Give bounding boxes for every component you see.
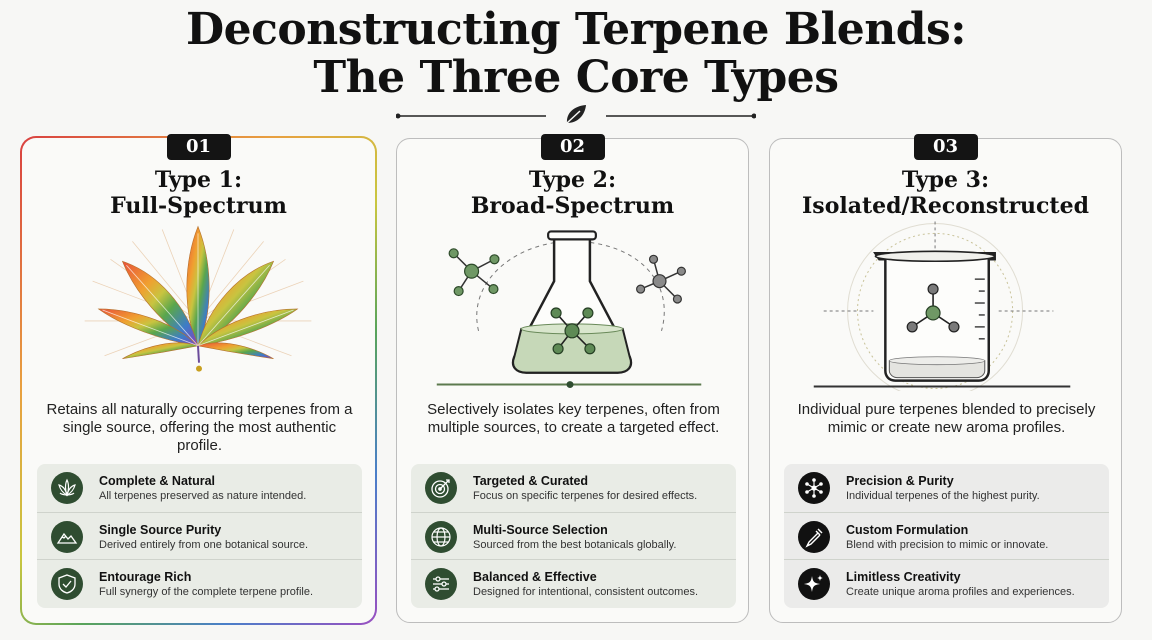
feature-item: Multi-Source Selection Sourced from the … (411, 512, 736, 559)
feature-list: Precision & Purity Individual terpenes o… (784, 464, 1109, 608)
feature-title: Precision & Purity (846, 474, 954, 488)
feature-title: Targeted & Curated (473, 474, 589, 488)
card-title-line-2: Isolated/Reconstructed (802, 193, 1089, 219)
feature-title: Balanced & Effective (473, 570, 597, 584)
card-description: Individual pure terpenes blended to prec… (797, 401, 1096, 436)
globe-icon (425, 521, 457, 553)
card-title-line-2: Broad-Spectrum (470, 193, 675, 219)
card-number-badge: 02 (540, 134, 605, 160)
feature-subtitle: Focus on specific terpenes for desired e… (473, 490, 698, 502)
leaf-icon (51, 472, 83, 504)
target-icon (425, 472, 457, 504)
feature-item: Precision & Purity Individual terpenes o… (784, 464, 1109, 511)
dropper-icon (798, 521, 830, 553)
sparkle-icon (798, 568, 830, 600)
card-title-line-1: Type 1: (154, 167, 243, 193)
feature-item: Balanced & Effective Designed for intent… (411, 559, 736, 606)
card-number-badge: 03 (913, 134, 978, 160)
card-number-badge: 01 (166, 134, 231, 160)
beaker-illustration (813, 221, 1071, 391)
shield-check-icon (51, 568, 83, 600)
feature-item: Targeted & Curated Focus on specific ter… (411, 464, 736, 511)
card-title-line-1: Type 3: (901, 167, 990, 193)
page-title-line-2: The Three Core Types (313, 52, 839, 103)
card-description: Retains all naturally occurring terpenes… (46, 401, 353, 454)
feature-title: Complete & Natural (99, 474, 215, 488)
rainbow-cannabis-leaf-illustration (70, 225, 328, 372)
feature-subtitle: Designed for intentional, consistent out… (473, 586, 699, 598)
card-full-spectrum: 01 Type 1: Full-Spectrum (22, 134, 375, 623)
feature-title: Limitless Creativity (846, 570, 961, 584)
feature-list: Targeted & Curated Focus on specific ter… (411, 464, 736, 608)
feature-subtitle: Blend with precision to mimic or innovat… (846, 539, 1049, 551)
feature-subtitle: Sourced from the best botanicals globall… (473, 539, 677, 551)
feature-title: Custom Formulation (846, 523, 969, 537)
feature-subtitle: Create unique aroma profiles and experie… (846, 586, 1075, 598)
feature-list: Complete & Natural All terpenes preserve… (37, 464, 362, 608)
sliders-icon (425, 568, 457, 600)
card-1-border (20, 136, 377, 625)
feature-item: Single Source Purity Derived entirely fr… (37, 512, 362, 559)
feature-title: Single Source Purity (99, 523, 222, 537)
card-title: Type 3: Isolated/Reconstructed (770, 167, 1121, 219)
molecule-network-icon (798, 472, 830, 504)
feature-title: Multi-Source Selection (473, 523, 608, 537)
card-title: Type 2: Broad-Spectrum (397, 167, 748, 219)
feature-item: Entourage Rich Full synergy of the compl… (37, 559, 362, 606)
erlenmeyer-flask-illustration (436, 230, 702, 389)
card-title-line-2: Full-Spectrum (110, 193, 287, 219)
card-description: Selectively isolates key terpenes, often… (427, 401, 720, 436)
feature-item: Custom Formulation Blend with precision … (784, 512, 1109, 559)
feature-subtitle: All terpenes preserved as nature intende… (99, 490, 307, 502)
feature-item: Complete & Natural All terpenes preserve… (37, 464, 362, 511)
page-title: Deconstructing Terpene Blends: The Three… (0, 6, 1152, 102)
feature-title: Entourage Rich (99, 570, 192, 584)
feature-subtitle: Derived entirely from one botanical sour… (99, 539, 309, 551)
title-divider (396, 105, 756, 124)
card-title-line-1: Type 2: (528, 167, 617, 193)
feature-subtitle: Individual terpenes of the highest purit… (846, 490, 1040, 502)
page-title-line-1: Deconstructing Terpene Blends: (185, 4, 967, 55)
feature-item: Limitless Creativity Create unique aroma… (784, 559, 1109, 606)
leaf-ornament-icon (566, 105, 586, 124)
feature-subtitle: Full synergy of the complete terpene pro… (99, 586, 314, 598)
mountain-icon (51, 521, 83, 553)
card-isolated-reconstructed: 03 Type 3: Isolated/Reconstructed (769, 134, 1122, 623)
card-title: Type 1: Full-Spectrum (23, 167, 374, 219)
card-broad-spectrum: 02 Type 2: Broad-Spectrum (396, 134, 749, 623)
